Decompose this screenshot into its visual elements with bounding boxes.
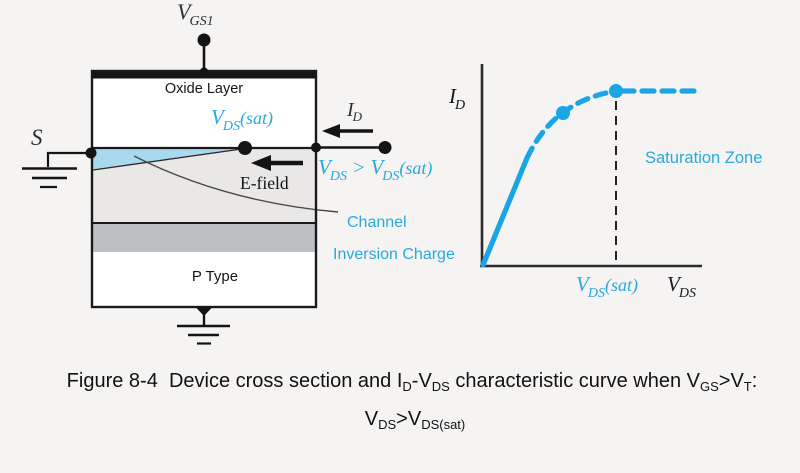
efield-arrow (251, 155, 303, 171)
substrate-label: P Type (191, 268, 239, 285)
drain-current-base: I (347, 99, 354, 121)
id-curve-linear-solid (480, 155, 530, 268)
drain-condition-label: VDS > VDS(sat) (318, 157, 432, 184)
source-wire (46, 151, 91, 167)
pinch-off-dot (238, 141, 252, 155)
figure-caption-line1: Figure 8-4 Device cross section and ID-V… (24, 371, 800, 393)
caption-text-1: Figure 8-4 Device cross section and (66, 370, 397, 392)
source-label: S (31, 125, 43, 150)
caption2-v2: V (407, 408, 422, 430)
cond-rest: (sat) (399, 158, 433, 178)
caption-id-base: I (396, 370, 403, 392)
graph-y-base: I (449, 84, 456, 108)
drain-current-arrow (322, 124, 373, 138)
caption-vds-sub: DS (431, 379, 450, 394)
saturation-zone-label: Saturation Zone (645, 149, 763, 167)
curve-point-saturation (609, 84, 623, 98)
drain-terminal-dot (378, 141, 392, 154)
gate-voltage-label: VGS1 (177, 1, 214, 29)
pinchoff-voltage-label: VDS(sat) (211, 107, 273, 134)
caption-hyphen: - (411, 370, 419, 392)
gate-terminal-dot (197, 33, 211, 47)
caption-vgs-base: V (686, 370, 700, 392)
pinchoff-sub: DS (222, 119, 240, 134)
cond-v2: V (370, 155, 384, 179)
caption-vgs-sub: GS (699, 379, 719, 394)
source-ground-symbol (22, 167, 77, 189)
cond-s2: DS (382, 169, 400, 184)
caption-colon: : (751, 370, 758, 392)
caption2-s2: DS(sat) (421, 417, 466, 432)
caption-vt-sub: T (743, 379, 752, 394)
oxide-layer-label: Oxide Layer (164, 81, 244, 97)
channel-label-line2: Inversion Charge (333, 246, 455, 263)
drain-current-label: ID (347, 100, 362, 123)
pinchoff-base: V (211, 105, 224, 129)
substrate-band (93, 224, 315, 252)
caption-id-sub: D (402, 379, 412, 394)
gate-contact-dot (199, 67, 209, 77)
x-axis-sub: DS (678, 286, 696, 301)
efield-label: E-field (240, 173, 289, 193)
graph-y-sub: D (455, 98, 466, 113)
cond-v1: V (318, 155, 331, 179)
caption-vt-base: V (730, 370, 744, 392)
drain-current-sub: D (352, 109, 363, 124)
id-curve-knee-dashed (524, 88, 619, 161)
x-sat-sub: DS (587, 286, 605, 301)
caption-gt: > (718, 370, 731, 392)
x-sat-rest: (sat) (604, 275, 638, 295)
graph-y-axis-label: ID (449, 86, 465, 113)
cond-s1: DS (329, 169, 347, 184)
substrate-ground-symbol (177, 324, 230, 345)
caption2-v1: V (364, 408, 379, 430)
pinchoff-rest: (sat) (239, 108, 273, 128)
channel-label-line1: Channel (347, 214, 407, 231)
gate-voltage-sub: GS1 (189, 14, 214, 29)
caption-text-2: characteristic curve when (449, 370, 687, 392)
caption-vds-base: V (418, 370, 432, 392)
curve-point-knee (556, 106, 570, 120)
gate-voltage-base: V (177, 0, 191, 24)
graph-axes (480, 64, 702, 268)
inversion-wedge-edge (92, 147, 246, 171)
graph-x-axis-label: VDS (667, 274, 696, 301)
x-axis-base: V (667, 272, 680, 296)
x-sat-base: V (576, 272, 589, 296)
graph-x-sat-label: VDS(sat) (576, 274, 638, 301)
figure-caption-line2: VDS>VDS(sat) (30, 409, 800, 431)
caption2-s1: DS (378, 417, 397, 432)
caption2-gt: > (396, 408, 408, 430)
channel-leader-curve (133, 155, 339, 213)
cond-op: > (346, 157, 371, 179)
